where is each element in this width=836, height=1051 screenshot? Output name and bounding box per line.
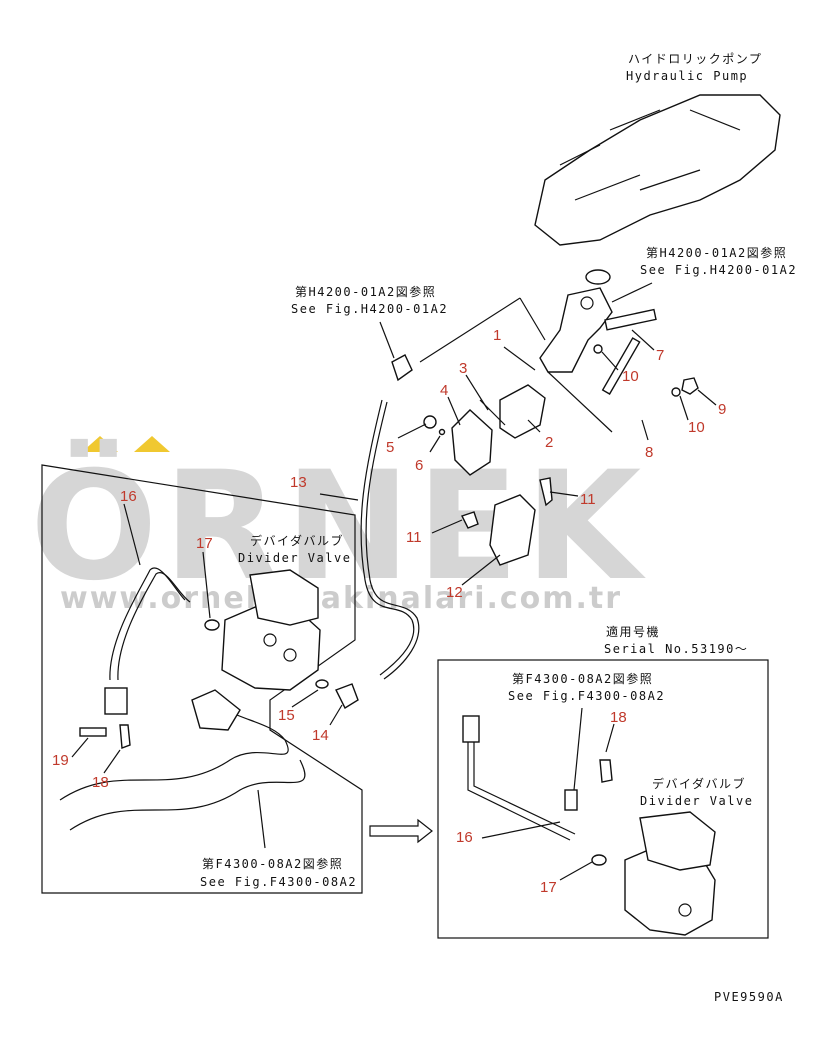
divider-valve-main: デバイダバルブ Divider Valve (221, 533, 351, 691)
pump-flange-assembly (539, 287, 699, 397)
ref-f4300-inset-en: See Fig.F4300-08A2 (508, 689, 665, 703)
watermark-accent-left (82, 436, 118, 452)
bolt-19 (79, 727, 107, 737)
clip-18-inset (599, 759, 613, 783)
callout-10a: 10 (622, 368, 639, 385)
ref-h4200-top-jp: 第H4200-01A2図参照 (646, 245, 787, 260)
watermark-brand: ÖRNEK (30, 438, 647, 614)
callout-7: 7 (656, 347, 664, 364)
divider-valve-inset: デバイダバルブ Divider Valve (624, 776, 753, 936)
bracket-12 (461, 477, 553, 566)
callout-17-inset: 17 (540, 879, 557, 896)
bolt-11a (539, 477, 553, 507)
drawing-code: PVE9590A (714, 990, 784, 1004)
o-ring-17-inset (591, 854, 607, 866)
divider-valve-en-label: Divider Valve (238, 551, 351, 565)
divider-valve-jp-label: デバイダバルブ (250, 533, 344, 548)
callout-9: 9 (718, 401, 726, 418)
part-5 (423, 415, 437, 429)
elbow-fitting-top (391, 354, 413, 382)
bolt-inset (564, 789, 578, 811)
pump-o-ring (585, 269, 611, 285)
hydraulic-pump-en-label: Hydraulic Pump (626, 69, 748, 83)
connector-16 (104, 687, 128, 715)
part-6 (438, 428, 446, 436)
callout-11a: 11 (580, 491, 596, 508)
inset-box (437, 659, 769, 939)
callout-11b: 11 (406, 529, 422, 546)
main-detail-box (41, 464, 363, 894)
callout-18-inset: 18 (610, 709, 627, 726)
callout-13: 13 (290, 474, 307, 491)
fitting-14 (335, 683, 359, 709)
ref-f4300-left-en: See Fig.F4300-08A2 (200, 875, 357, 889)
hydraulic-pump-jp-label: ハイドロリックポンプ (628, 52, 762, 66)
o-ring-15 (315, 679, 329, 689)
washer-10b (671, 387, 681, 397)
pipe-flange (191, 689, 241, 731)
applicable-machines-label: 適用号機 (606, 624, 660, 639)
inset-arrow (369, 818, 433, 844)
callout-16-inset: 16 (456, 829, 473, 846)
part-2 (499, 384, 546, 439)
hydraulic-pump: ハイドロリックポンプ Hydraulic Pump (534, 52, 781, 285)
ref-h4200-left-jp: 第H4200-01A2図参照 (295, 284, 436, 299)
callout-2: 2 (545, 434, 553, 451)
callout-16: 16 (120, 488, 137, 505)
callout-1: 1 (493, 327, 501, 344)
bolt-7 (604, 308, 657, 331)
callout-17: 17 (196, 535, 213, 552)
callout-4: 4 (440, 382, 448, 399)
pipe-large (59, 699, 289, 801)
divider-valve-inset-jp: デバイダバルブ (652, 776, 746, 791)
ref-h4200-top-en: See Fig.H4200-01A2 (640, 263, 797, 277)
callout-10b: 10 (688, 419, 705, 436)
part-4 (451, 409, 493, 476)
watermark-url: www.orneksmakinalari.com.tr (60, 581, 622, 616)
leader-lines (71, 329, 717, 881)
callout-12: 12 (446, 584, 463, 601)
ref-f4300-inset-jp: 第F4300-08A2図参照 (512, 671, 653, 686)
ref-f4300-left-jp: 第F4300-08A2図参照 (202, 856, 343, 871)
callout-numbers: 1 2 3 4 5 6 7 8 9 10 10 11 11 12 13 14 1… (52, 327, 726, 896)
serial-number-label: Serial No.53190〜 (604, 642, 748, 656)
callout-6: 6 (415, 457, 423, 474)
connector-16-inset (462, 715, 480, 743)
stud-8 (601, 337, 641, 395)
ref-h4200-left-en: See Fig.H4200-01A2 (291, 302, 448, 316)
clip-18 (119, 724, 131, 749)
harness-16-inset (467, 742, 571, 841)
valve-block-parts (423, 384, 546, 476)
callout-3: 3 (459, 360, 467, 377)
watermark: ÖRNEK www.orneksmakinalari.com.tr (30, 436, 647, 616)
callout-18: 18 (92, 774, 109, 791)
hose-13 (360, 399, 415, 676)
bolt-11b (461, 511, 479, 529)
divider-valve-inset-en: Divider Valve (640, 794, 753, 808)
watermark-accent-right (134, 436, 170, 452)
nut-9 (681, 377, 699, 395)
callout-19: 19 (52, 752, 69, 769)
callout-14: 14 (312, 727, 329, 744)
callout-15: 15 (278, 707, 295, 724)
callout-5: 5 (386, 439, 394, 456)
o-ring-17 (204, 619, 220, 631)
harness-16 (109, 567, 186, 681)
washer-10a (593, 344, 603, 354)
callout-8: 8 (645, 444, 653, 461)
